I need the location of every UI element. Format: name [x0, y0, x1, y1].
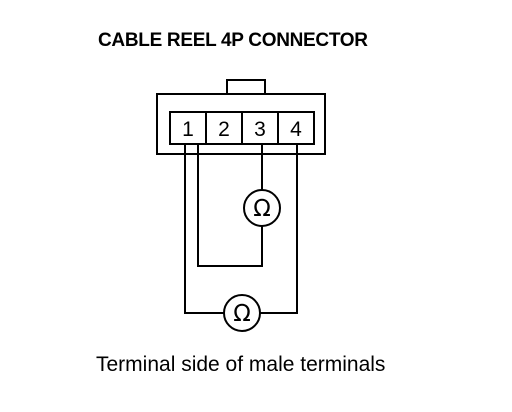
terminal-label-1: 1: [182, 118, 194, 141]
ohmmeter-lower: [223, 294, 261, 332]
terminal-label-4: 4: [290, 118, 302, 141]
diagram-caption: Terminal side of male terminals: [96, 353, 386, 376]
connector-housing: [156, 93, 326, 155]
ohm-symbol-lower: Ω: [233, 301, 251, 327]
ohmmeter-upper: [243, 189, 281, 227]
wire-terminal-2: [197, 144, 263, 267]
ohm-symbol-upper: Ω: [253, 196, 271, 222]
connector-lock-tab: [226, 79, 266, 94]
terminal-label-2: 2: [218, 118, 230, 141]
wire-terminal-4: [260, 144, 298, 314]
wire-terminal-1: [184, 144, 224, 314]
terminal-label-3: 3: [254, 118, 266, 141]
diagram-title: CABLE REEL 4P CONNECTOR: [98, 30, 368, 51]
